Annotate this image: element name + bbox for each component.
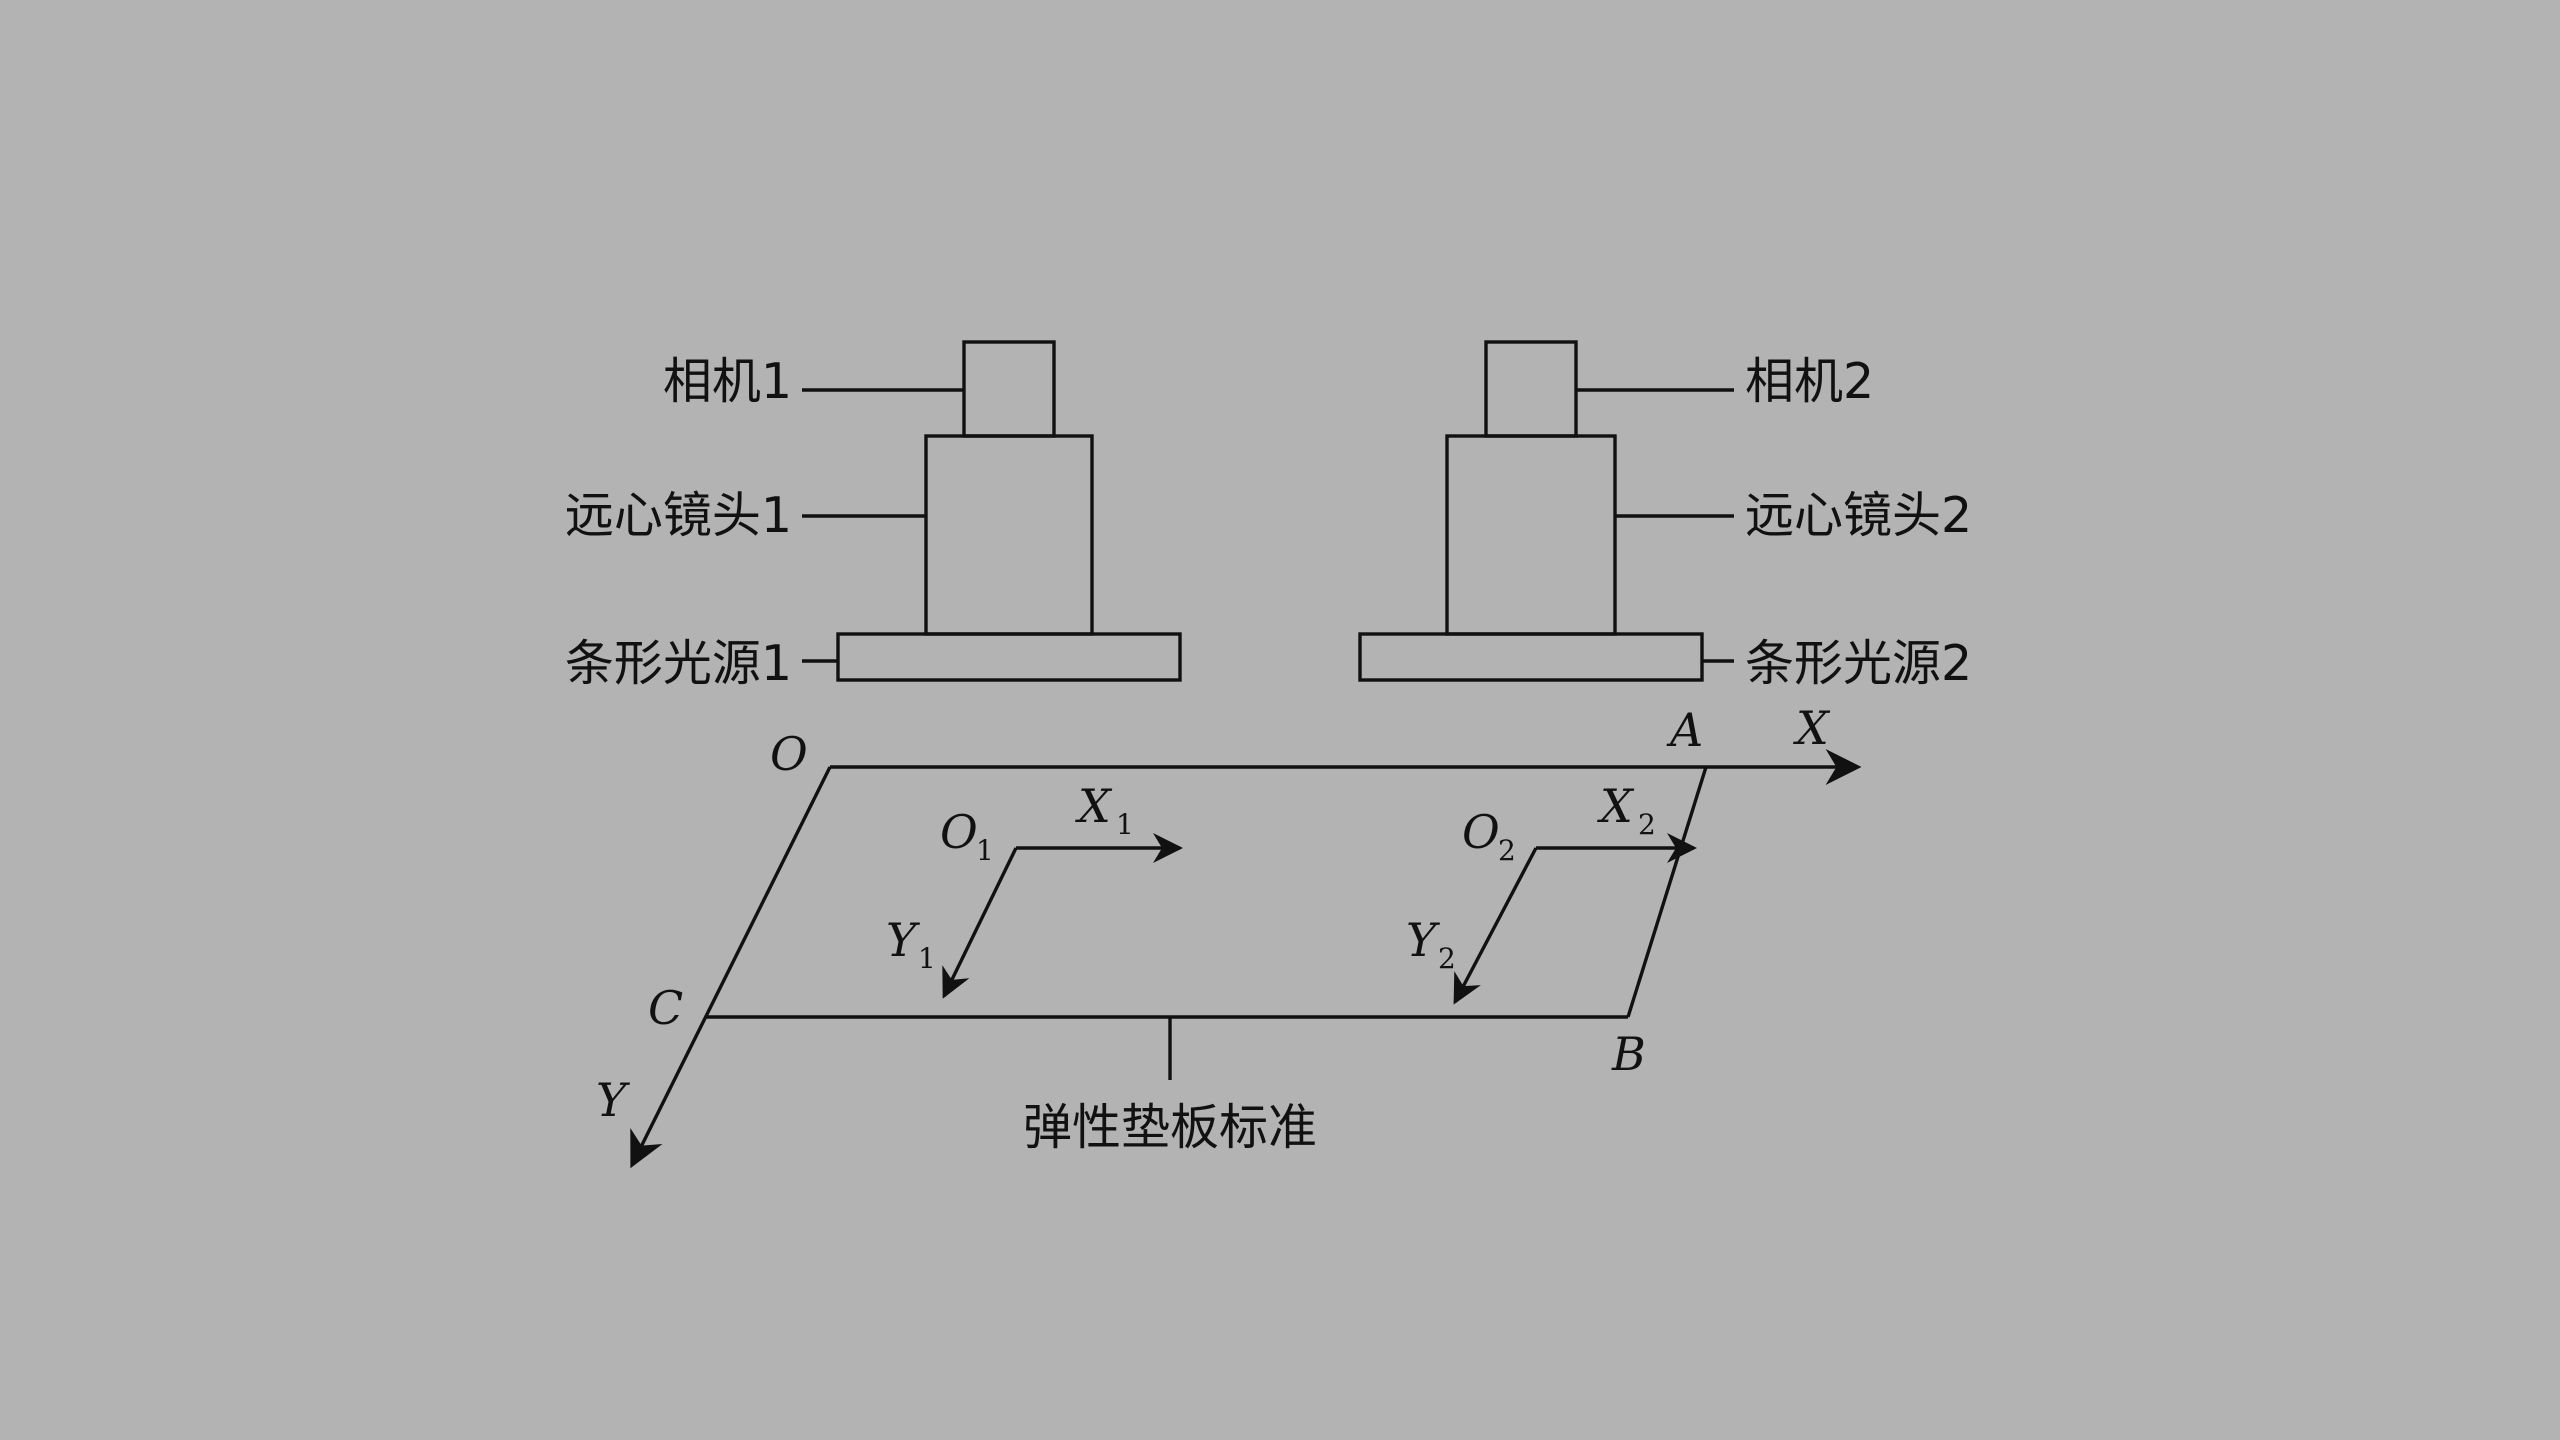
camera-2-body [1484,340,1578,438]
y2-axis-arrow [1453,847,1538,1005]
point-b-label: B [1611,1027,1646,1081]
x1-axis-label: X [1075,779,1113,833]
y2-axis-subscript: 2 [1438,942,1456,975]
light-1-label: 条形光源1 [565,635,792,692]
origin-o2-subscript: 2 [1498,834,1516,867]
x2-axis-label: X [1597,779,1635,833]
point-a-label: A [1666,703,1703,757]
camera-1-label: 相机1 [663,353,792,410]
strip-light-1-body [836,632,1182,682]
point-c-label: C [648,981,683,1035]
y-axis-arrow [630,766,832,1169]
origin-o1-subscript: 1 [976,834,994,867]
lens-2-label: 远心镜头2 [1745,487,1972,544]
x2-axis-subscript: 2 [1638,808,1656,841]
board-standard-label: 弹性垫板标准 [1023,1099,1317,1156]
x-axis-label: X [1793,701,1831,755]
y1-axis-subscript: 1 [918,942,936,975]
strip-light-2-body [1358,632,1704,682]
camera-1-body [962,340,1056,438]
light-2-label: 条形光源2 [1745,635,1972,692]
device-group-1: 相机1 远心镜头1 条形光源1 [565,340,1182,692]
origin-o2-label: O [1462,805,1500,859]
device-group-2: 相机2 远心镜头2 条形光源2 [1358,340,1972,692]
y-axis-label: Y [596,1073,631,1127]
y1-axis-label: Y [886,913,921,967]
elastic-pad-board: O A B C X Y O 1 X 1 Y 1 O 2 X 2 Y 2 弹性垫板… [596,701,1862,1169]
camera-2-label: 相机2 [1745,353,1874,410]
x1-axis-subscript: 1 [1116,808,1134,841]
telecentric-lens-1-body [924,434,1094,636]
board-edge-ab [1626,766,1708,1018]
y1-axis-arrow [942,847,1018,999]
lens-1-label: 远心镜头1 [565,487,792,544]
point-o-label: O [770,727,808,781]
y2-axis-label: Y [1406,913,1441,967]
telecentric-lens-2-body [1445,434,1617,636]
origin-o1-label: O [940,805,978,859]
